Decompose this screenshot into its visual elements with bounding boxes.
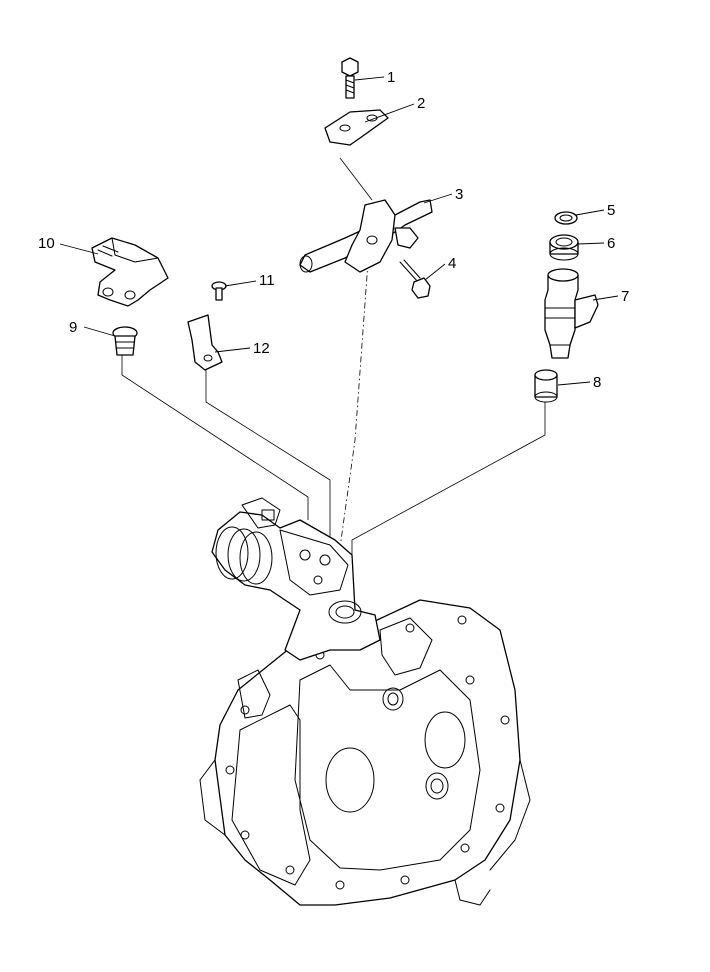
callout-9: 9 — [69, 319, 77, 336]
callout-8: 8 — [593, 374, 601, 391]
part-11-screw — [211, 281, 227, 301]
cylinder-head — [199, 599, 531, 906]
part-10-sensor — [91, 237, 169, 307]
callout-10: 10 — [38, 235, 55, 252]
part-1-bolt — [341, 57, 359, 99]
callout-6: 6 — [607, 235, 615, 252]
callout-4: 4 — [448, 255, 456, 272]
callout-labels: 1 2 3 4 5 6 7 8 9 10 11 12 — [38, 69, 629, 391]
part-2-bracket — [324, 109, 389, 146]
part-3-fuel-rail — [299, 199, 433, 273]
assembly-guide-lines — [121, 157, 546, 563]
callout-5: 5 — [607, 202, 615, 219]
part-8-spacer — [534, 369, 558, 403]
callout-2: 2 — [417, 95, 425, 112]
part-5-o-ring — [554, 211, 578, 225]
intake-manifold — [211, 497, 381, 661]
part-7-fuel-injector — [544, 268, 599, 359]
callout-12: 12 — [253, 340, 270, 357]
callout-3: 3 — [455, 186, 463, 203]
callout-leaders — [59, 76, 619, 386]
part-4-bolt — [399, 259, 431, 299]
part-9-plug — [112, 326, 138, 356]
callout-7: 7 — [621, 288, 629, 305]
part-12-bracket — [187, 314, 223, 371]
callout-11: 11 — [259, 272, 275, 289]
part-6-grommet — [549, 234, 579, 261]
callout-1: 1 — [387, 69, 395, 86]
